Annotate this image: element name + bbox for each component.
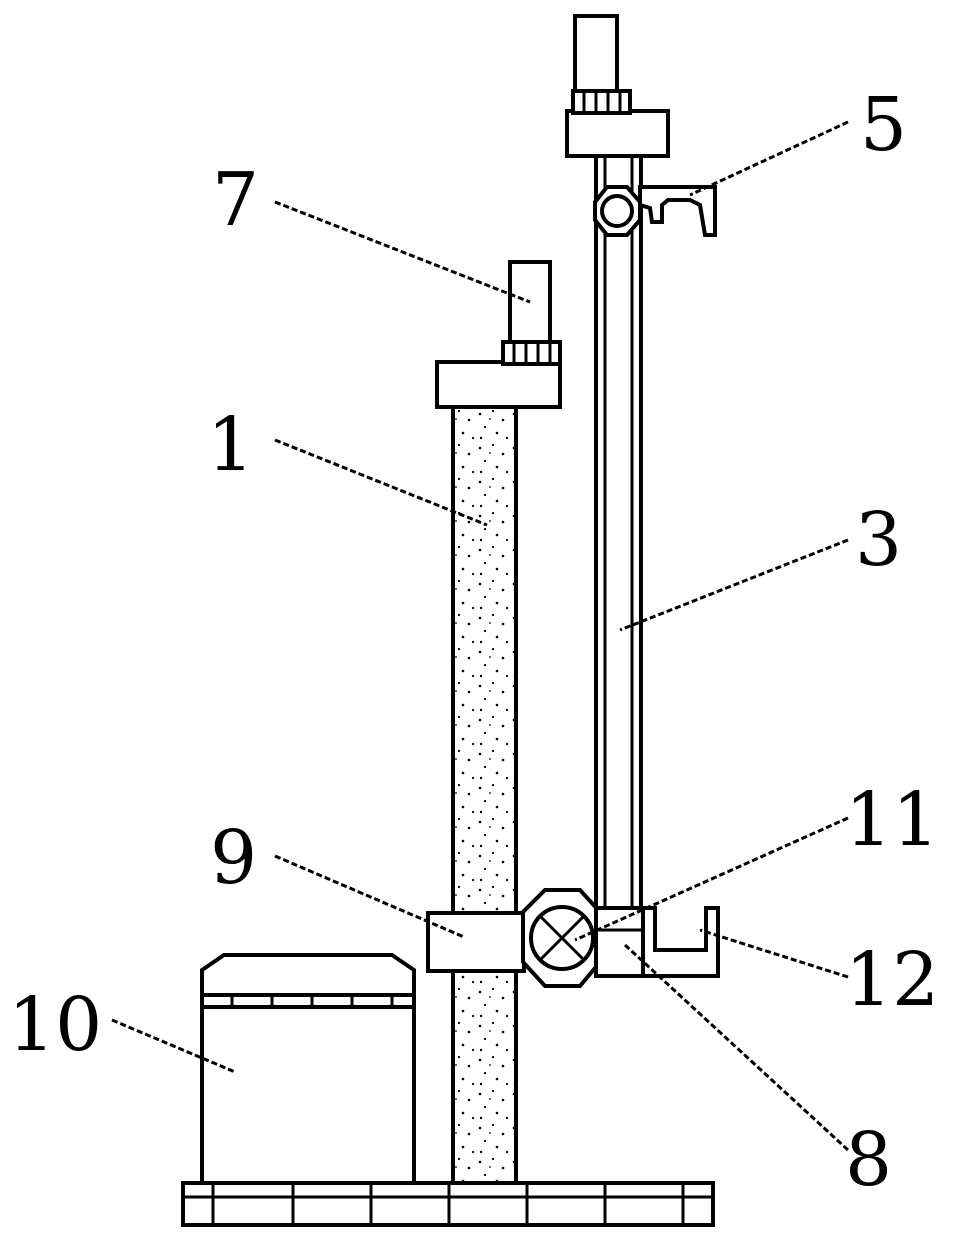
column-1-cap [435, 260, 562, 409]
label-11: 11 [845, 777, 939, 863]
bracket-8-and-hook-12 [594, 906, 720, 978]
label-3: 3 [855, 497, 902, 583]
leader-5 [689, 120, 849, 197]
base-plate [181, 1181, 715, 1227]
label-12: 12 [845, 937, 939, 1023]
leader-lines [111, 120, 850, 1152]
leader-8 [623, 943, 850, 1152]
arm-3 [594, 154, 643, 910]
leader-12 [699, 928, 849, 979]
label-7: 7 [212, 157, 259, 243]
leader-10 [111, 1018, 236, 1074]
label-1: 1 [207, 402, 254, 488]
leader-7 [274, 200, 531, 304]
sleeve-9 [426, 911, 526, 973]
leader-9 [274, 854, 465, 939]
leader-3 [619, 538, 849, 632]
hinge-11 [521, 888, 602, 988]
column-1 [451, 403, 518, 1185]
box-10 [200, 953, 416, 1185]
leader-1 [274, 438, 488, 527]
label-10: 10 [8, 982, 102, 1068]
leader-11 [574, 816, 849, 942]
arm-3-cap [565, 14, 670, 158]
label-8: 8 [845, 1117, 892, 1203]
label-5: 5 [860, 82, 907, 168]
label-9: 9 [210, 815, 257, 901]
nut-and-hook-5 [593, 185, 717, 237]
